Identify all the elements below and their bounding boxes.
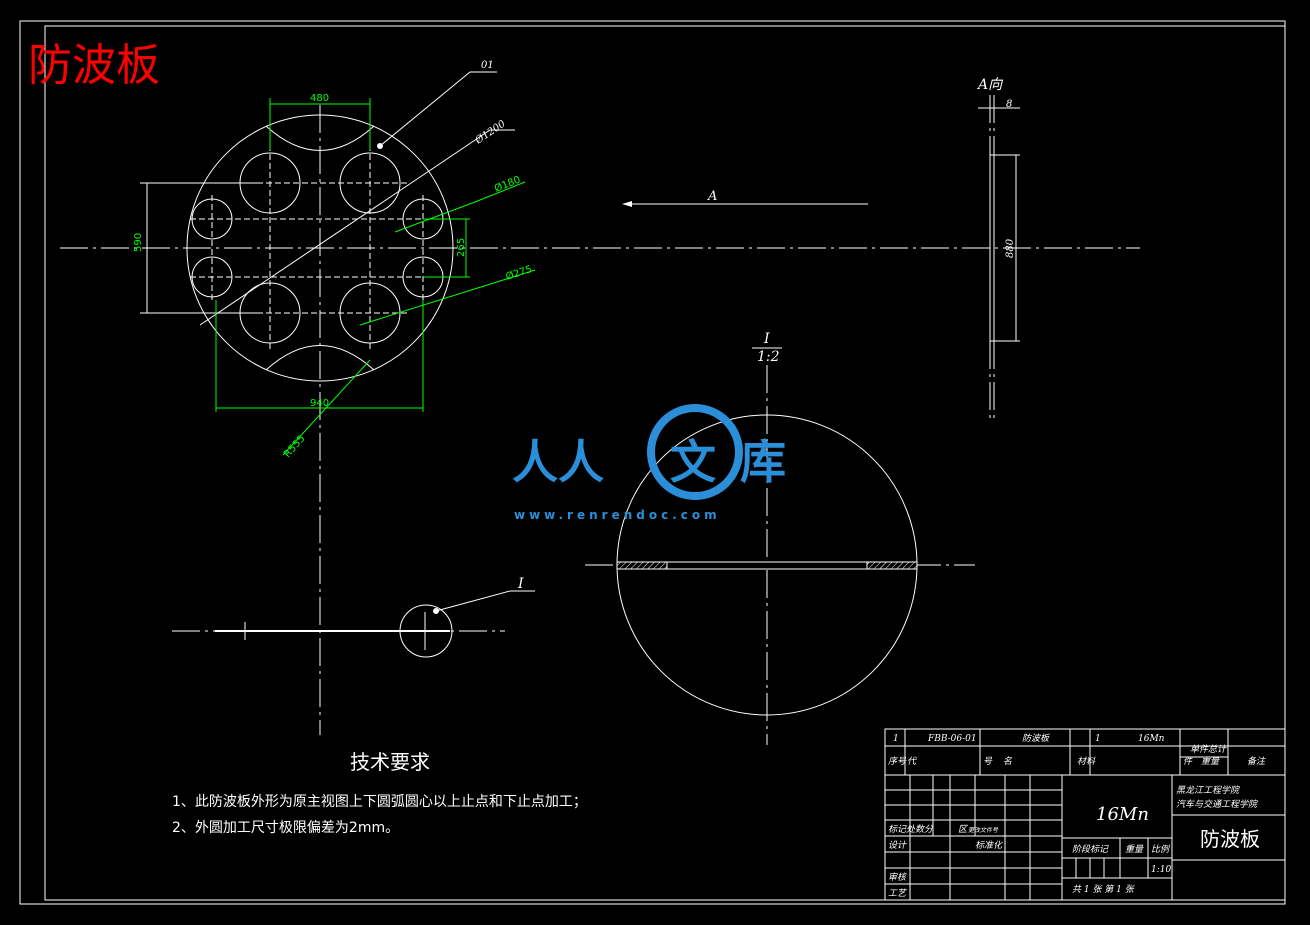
watermark-text-left: 人人	[512, 435, 604, 489]
tb-sheets: 共 1 张 第 1 张	[1072, 884, 1136, 895]
main-view	[60, 71, 1140, 735]
dim-940: 940	[310, 398, 329, 409]
side-view-label: A向	[976, 77, 1004, 93]
tb-hdr-name: 名	[1003, 756, 1013, 767]
dim-phi275: Ø275	[504, 263, 533, 283]
tech-item-2: 2、外圆加工尺寸极限偏差为2mm。	[172, 820, 399, 836]
tb-weight: 重量	[1125, 844, 1144, 855]
tb-row1-material: 16Mn	[1138, 734, 1165, 744]
tb-material-big: 16Mn	[1096, 804, 1149, 825]
watermark-text-mid: 文	[670, 435, 716, 489]
detail-view-scale: 1:2	[757, 349, 780, 365]
tb-process: 工艺	[888, 888, 908, 899]
tb-hdr-material: 材料	[1077, 756, 1096, 767]
detail-view	[585, 347, 975, 745]
part-number-label: 01	[481, 60, 494, 71]
tb-drawing-name: 防波板	[1200, 827, 1260, 851]
inner-frame	[44, 25, 1286, 901]
tech-item-1: 1、此防波板外形为原主视图上下圆弧圆心以上止点和下止点加工；	[172, 794, 587, 810]
detail-callout-label: I	[517, 576, 524, 592]
tb-hdr-seq: 序号	[888, 756, 907, 767]
tech-heading: 技术要求	[350, 750, 430, 774]
dim-phi1200: Ø1200	[473, 118, 508, 147]
watermark: 人人 文 库 www.renrendoc.com	[512, 404, 786, 522]
view-arrow-a: A	[622, 189, 868, 207]
detail-view-label: I	[763, 331, 770, 347]
title-block	[884, 728, 1286, 901]
dim-phi180: Ø180	[493, 174, 523, 195]
tb-change-doc: 更改文件号	[968, 826, 999, 834]
tb-row1-name: 防波板	[1022, 733, 1051, 744]
section-view	[172, 590, 535, 658]
page-title: 防波板	[28, 40, 160, 91]
tb-hdr-weight: 重量	[1201, 756, 1220, 767]
watermark-text-right: 库	[740, 435, 786, 489]
dim-590: 590	[133, 233, 144, 252]
main-view-dimensions	[215, 98, 536, 456]
dim-8: 8	[1006, 99, 1012, 110]
tb-row1-qty: 1	[1095, 734, 1101, 744]
tb-row1-seq: 1	[893, 734, 899, 744]
dim-880: 880	[1005, 238, 1016, 258]
tb-standard: 标准化	[975, 840, 1003, 851]
side-view	[978, 95, 1020, 420]
tb-ratio: 比例	[1151, 844, 1171, 855]
dim-480: 480	[310, 93, 329, 104]
tb-stage: 阶段标记	[1072, 844, 1109, 855]
tb-review: 审核	[888, 872, 908, 883]
tb-hdr-code: 代	[907, 756, 917, 767]
tb-school-1: 黑龙江工程学院	[1176, 785, 1241, 796]
tb-scale: 1:10	[1151, 865, 1171, 875]
tb-zone: 区	[958, 824, 969, 835]
tb-hdr-hao: 号	[983, 756, 993, 767]
tb-row1-code: FBB-06-01	[927, 734, 977, 744]
watermark-url: www.renrendoc.com	[514, 508, 721, 522]
tb-marks: 标记处数分	[888, 824, 934, 835]
dim-r555: R555	[282, 433, 308, 460]
tb-school-2: 汽车与交通工程学院	[1176, 799, 1259, 810]
dim-265: 265	[456, 238, 467, 257]
tb-hdr-total: 单件总计	[1190, 744, 1227, 755]
tech-requirements: 技术要求 1、此防波板外形为原主视图上下圆弧圆心以上止点和下止点加工； 2、外圆…	[172, 750, 587, 836]
tb-design: 设计	[888, 840, 907, 851]
tb-hdr-remark: 备注	[1247, 756, 1266, 767]
outer-circle	[186, 114, 454, 382]
tb-hdr-jian: 件	[1183, 756, 1193, 767]
hatch-left	[617, 562, 667, 569]
hatch-right	[867, 562, 917, 569]
svg-text:A: A	[707, 189, 717, 204]
watermark-logo-icon	[647, 404, 743, 500]
